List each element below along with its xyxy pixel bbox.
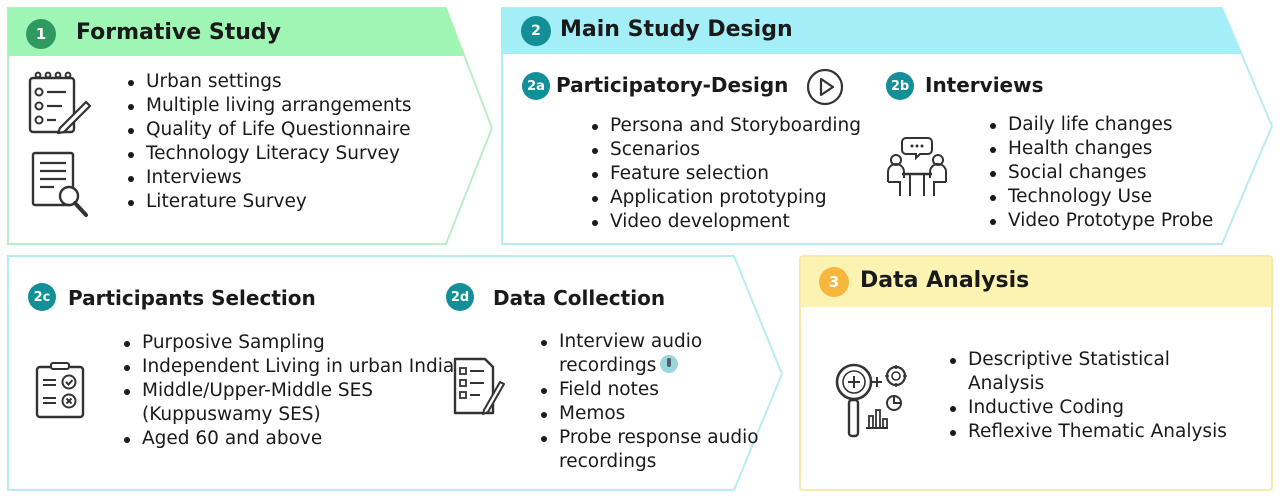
analysis-header xyxy=(801,257,1271,307)
participants-title: Participants Selection xyxy=(68,286,316,310)
analysis-item: Inductive Coding xyxy=(950,396,1227,420)
collection-item: Probe response audio xyxy=(541,427,759,448)
checklist-form-icon xyxy=(453,357,505,415)
analysis-number-badge: 3 xyxy=(819,267,849,297)
participatory-item: Application prototyping xyxy=(592,186,861,210)
participants-number-badge: 2c xyxy=(28,283,56,311)
collection-number-badge: 2d xyxy=(446,283,474,311)
analysis-item-continued: Analysis xyxy=(968,372,1227,396)
participatory-list: Persona and Storyboarding Scenarios Feat… xyxy=(588,114,861,234)
participants-item: Purposive Sampling xyxy=(123,331,454,355)
formative-header xyxy=(8,8,464,56)
formative-item: Literature Survey xyxy=(128,190,412,214)
play-icon xyxy=(806,68,844,106)
collection-title: Data Collection xyxy=(493,286,666,310)
analysis-item-text: Analysis xyxy=(968,373,1045,394)
participatory-item: Feature selection xyxy=(592,162,861,186)
formative-item: Urban settings xyxy=(128,70,412,94)
analysis-panel xyxy=(799,255,1273,491)
interviews-title: Interviews xyxy=(925,73,1044,97)
interviews-item: Technology Use xyxy=(989,185,1213,209)
magnifier-analytics-icon xyxy=(835,363,907,438)
analysis-list: Descriptive Statistical Analysis Inducti… xyxy=(946,348,1227,444)
interviews-list: Daily life changes Health changes Social… xyxy=(986,113,1213,233)
formative-list: Urban settings Multiple living arrangeme… xyxy=(124,70,412,214)
participatory-title: Participatory-Design xyxy=(556,73,789,97)
main-number-badge: 2 xyxy=(521,16,551,46)
formative-item: Multiple living arrangements xyxy=(128,95,412,116)
main-title: Main Study Design xyxy=(560,17,793,42)
participants-list: Purposive Sampling Independent Living in… xyxy=(120,331,454,451)
participatory-number-badge: 2a xyxy=(522,72,550,100)
participants-item: Independent Living in urban India xyxy=(123,356,455,377)
collection-item-text: recordings xyxy=(559,355,657,376)
formative-item: Technology Literacy Survey xyxy=(128,142,412,166)
formative-title: Formative Study xyxy=(76,20,281,45)
collection-item-continued: recordings xyxy=(559,450,759,474)
analysis-item: Descriptive Statistical xyxy=(950,348,1227,372)
interviews-item: Health changes xyxy=(989,137,1213,161)
checklist-pencil-icon xyxy=(28,71,92,135)
analysis-title: Data Analysis xyxy=(860,268,1030,293)
microphone-icon xyxy=(660,355,679,373)
collection-item-text: recordings xyxy=(559,451,657,472)
collection-item-continued: recordings xyxy=(559,354,759,378)
formative-item: Interviews xyxy=(128,166,412,190)
analysis-item: Reflexive Thematic Analysis xyxy=(950,421,1227,442)
participatory-item: Scenarios xyxy=(592,138,861,162)
participants-item: Middle/Upper-Middle SES xyxy=(123,379,454,403)
formative-number-badge: 1 xyxy=(26,19,56,49)
participatory-item: Persona and Storyboarding xyxy=(592,115,861,136)
interviews-item: Daily life changes xyxy=(989,113,1213,137)
meeting-people-icon xyxy=(887,137,947,196)
participatory-item: Video development xyxy=(592,210,861,234)
collection-list: Interview audio recordings Field notes M… xyxy=(537,330,759,474)
collection-item: Field notes xyxy=(541,378,759,402)
participants-item: Aged 60 and above xyxy=(123,427,454,451)
interviews-item: Social changes xyxy=(989,161,1213,185)
participants-item-text: (Kuppuswamy SES) xyxy=(142,404,321,425)
participants-panel xyxy=(7,255,784,491)
main-header xyxy=(502,8,1241,54)
collection-item: Memos xyxy=(541,402,759,426)
participants-item-continued: (Kuppuswamy SES) xyxy=(142,403,454,427)
formative-item: Quality of Life Questionnaire xyxy=(128,119,411,140)
collection-item: Interview audio xyxy=(541,330,759,354)
interviews-number-badge: 2b xyxy=(886,72,914,100)
document-search-icon xyxy=(31,151,88,217)
interviews-item: Video Prototype Probe xyxy=(989,210,1214,231)
clipboard-check-icon xyxy=(35,362,85,419)
